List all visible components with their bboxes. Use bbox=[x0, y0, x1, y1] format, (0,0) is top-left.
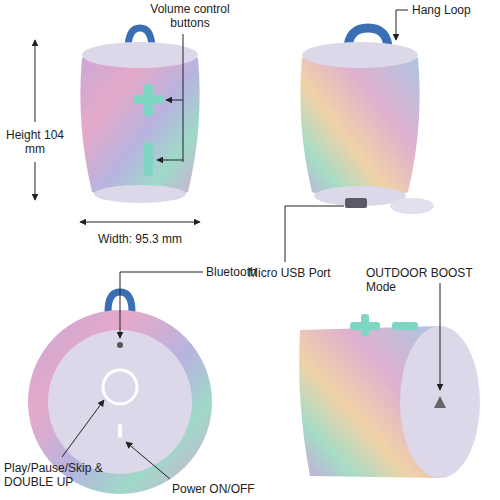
illustration-part bbox=[82, 42, 198, 68]
illustration-part bbox=[48, 330, 192, 474]
illustration-part bbox=[302, 42, 418, 68]
illustration-part bbox=[157, 160, 183, 161]
part-label: Bluetooth bbox=[206, 265, 286, 279]
illustration-part bbox=[361, 314, 369, 336]
part-label: Volume control buttons bbox=[140, 2, 240, 30]
illustration-part bbox=[118, 424, 122, 438]
part-label: Hang Loop bbox=[412, 3, 497, 17]
illustration-part bbox=[80, 50, 199, 202]
illustration-part bbox=[300, 50, 419, 202]
part-label: OUTDOOR BOOST Mode bbox=[366, 266, 496, 294]
illustration-part bbox=[133, 95, 164, 104]
illustration-part bbox=[80, 222, 200, 223]
illustration-part bbox=[434, 396, 446, 408]
illustration-part bbox=[390, 198, 434, 214]
part-label: Power ON/OFF bbox=[172, 482, 282, 496]
illustration-part bbox=[345, 198, 367, 208]
illustration-part bbox=[183, 34, 184, 162]
illustration-part bbox=[35, 40, 36, 122]
illustration-part bbox=[117, 342, 123, 348]
illustration-part bbox=[392, 322, 418, 330]
illustration-part bbox=[144, 142, 153, 176]
illustration-part bbox=[166, 100, 183, 101]
part-label: Micro USB Port bbox=[248, 266, 348, 280]
illustration-part bbox=[120, 272, 203, 338]
dimension-label: Width: 95.3 mm bbox=[75, 232, 205, 246]
illustration-part bbox=[396, 10, 408, 40]
illustration-part bbox=[440, 283, 441, 390]
illustration-part bbox=[103, 370, 137, 404]
illustration-part bbox=[62, 400, 104, 457]
dimension-label: Height 104 mm bbox=[5, 128, 65, 156]
illustration-part bbox=[285, 206, 344, 262]
illustration-part bbox=[94, 185, 186, 203]
illustration-part bbox=[126, 442, 170, 479]
illustration-part bbox=[35, 162, 36, 200]
part-label: Play/Pause/Skip & DOUBLE UP bbox=[4, 461, 119, 489]
